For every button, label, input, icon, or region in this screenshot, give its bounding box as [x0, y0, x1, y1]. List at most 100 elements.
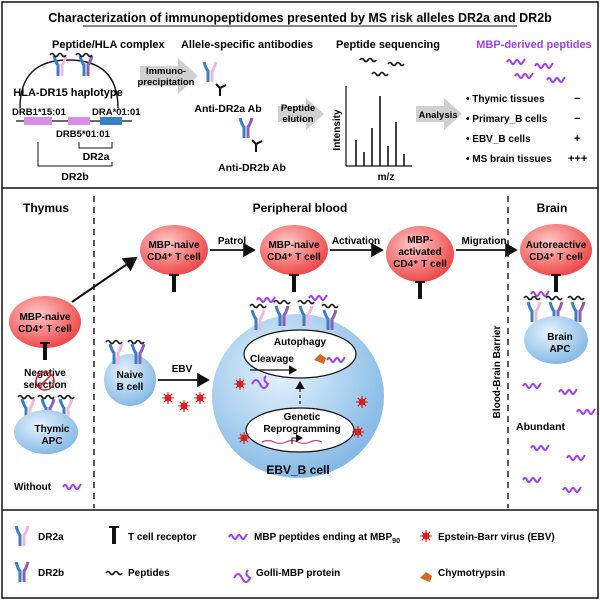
- svg-text:• MS brain tissues: • MS brain tissues: [466, 154, 552, 165]
- legend-dr2b: DR2b: [38, 568, 64, 579]
- negative-selection-2: selection: [23, 380, 66, 391]
- thymic-apc-label-1: Thymic: [34, 424, 69, 435]
- legend-golli: Golli-MBP protein: [256, 568, 340, 579]
- cleavage-label: Cleavage: [250, 354, 294, 365]
- thymus-t-cell-label-1: MBP-naive: [19, 312, 71, 323]
- legend-mbp-sub: 90: [392, 538, 400, 545]
- antibodies-label: Allele-specific antibodies: [181, 39, 313, 51]
- blood-t-cell-2: [260, 225, 328, 275]
- result-value: −: [574, 93, 580, 105]
- analysis-arrow: [416, 98, 462, 130]
- svg-text:• Thymic tissues: • Thymic tissues: [466, 94, 545, 105]
- negative-selection-1: Negative: [24, 368, 66, 379]
- dra-label: DRA*01:01: [92, 107, 141, 118]
- thymic-apc: [14, 410, 78, 454]
- legend: DR2a DR2b T cell receptor Peptides MBP p…: [14, 524, 555, 584]
- activation-label: Activation: [332, 236, 380, 247]
- dr2a-bracket-label: DR2a: [83, 151, 110, 163]
- genetic-label-2: Reprogramming: [263, 424, 340, 435]
- naive-b-label-1: Naive: [117, 370, 144, 381]
- legend-peptides: Peptides: [128, 568, 170, 579]
- antibody-dr2b: [251, 139, 263, 152]
- elution-label-2: elution: [282, 114, 313, 125]
- blood-t-cell-1: [140, 225, 208, 275]
- ebv-label: EBV: [172, 364, 193, 375]
- autophagy-compartment: [243, 329, 357, 379]
- result-value: −: [574, 113, 580, 125]
- legend-mbp-text: MBP peptides ending at MBP: [254, 532, 392, 543]
- ebv-b-cell-label: EBV_B cell: [266, 463, 329, 477]
- activated-t-cell-label-3: CD4⁺ T cell: [393, 259, 447, 270]
- spectrum-peaks: [355, 96, 405, 166]
- golli-mbp-icon: [233, 569, 252, 583]
- blood-t-cell-2-label-2: CD4⁺ T cell: [267, 252, 321, 263]
- thymic-apc-label-2: APC: [41, 436, 62, 447]
- patrol-label: Patrol: [218, 236, 247, 247]
- drb5-label: DRB5*01:01: [56, 129, 111, 140]
- autoreactive-label-1: Autoreactive: [526, 240, 587, 251]
- page-title: Characterization of immunopeptidomes pre…: [48, 11, 552, 25]
- bbb-label: Blood-Brain Barrier: [492, 325, 503, 418]
- haplotype-arc: [19, 59, 119, 109]
- virus-icon: [177, 399, 191, 413]
- without-label: Without: [14, 482, 52, 493]
- anti-dr2b-label: Anti-DR2b Ab: [218, 162, 286, 174]
- mz-label: m/z: [378, 172, 395, 183]
- genetic-label-1: Genetic: [284, 412, 321, 423]
- activated-t-cell-label-1: MBP-: [407, 235, 433, 246]
- elution-arrow: [278, 98, 324, 130]
- result-name: Primary_B cells: [472, 114, 547, 125]
- dr2a-molecule: [52, 54, 68, 78]
- thymus-t-cell: [9, 296, 81, 348]
- legend-ebv: Epstein-Barr virus (EBV): [438, 532, 555, 543]
- blood-t-cell-1-label-2: CD4⁺ T cell: [147, 252, 201, 263]
- brain-apc-label-1: Brain: [547, 332, 573, 343]
- autoreactive-label-2: CD4⁺ T cell: [529, 252, 583, 263]
- svg-text:• EBV_B cells: • EBV_B cells: [466, 134, 531, 145]
- immuno-label-1: Immuno-: [146, 66, 186, 77]
- results-list: • Thymic tissues − • Primary_B cells − •…: [466, 93, 587, 165]
- haplotype-label: HLA-DR15 haplotype: [13, 87, 122, 99]
- result-name: MS brain tissues: [472, 154, 552, 165]
- peripheral-title: Peripheral blood: [253, 201, 348, 215]
- legend-tcr: T cell receptor: [128, 532, 196, 543]
- sequencing-label: Peptide sequencing: [336, 39, 440, 51]
- dr2b-bracket-label: DR2b: [61, 171, 88, 183]
- peptide-hla-label: Peptide/HLA complex: [52, 39, 166, 51]
- autoreactive-t-cell: [520, 224, 592, 276]
- virus-icon: [193, 391, 207, 405]
- brain-apc-label-2: APC: [549, 344, 570, 355]
- thymus-title: Thymus: [23, 201, 69, 215]
- blood-t-cell-1-label-1: MBP-naive: [148, 240, 200, 251]
- abundant-label: Abundant: [516, 421, 565, 433]
- anti-dr2a-label: Anti-DR2a Ab: [194, 103, 261, 115]
- chymotrypsin-icon: [314, 354, 326, 364]
- no-symbol-icon: [35, 371, 55, 391]
- migration-label: Migration: [462, 236, 507, 247]
- gene-dra: [100, 117, 122, 125]
- legend-chymo: Chymotrypsin: [438, 568, 505, 579]
- analysis-label: Analysis: [418, 110, 457, 121]
- result-name: Thymic tissues: [472, 94, 545, 105]
- virus-icon: [161, 391, 175, 405]
- result-name: EBV_B cells: [472, 134, 531, 145]
- legend-mbp: MBP peptides ending at MBP90: [254, 532, 400, 545]
- naive-b-label-2: B cell: [117, 382, 144, 393]
- result-value: +: [574, 133, 580, 145]
- immuno-label-2: precipitation: [137, 77, 194, 88]
- immunoprecipitation-arrow: [140, 58, 198, 94]
- antibody-dr2a: [215, 83, 227, 96]
- svg-text:• Primary_B cells: • Primary_B cells: [466, 114, 548, 125]
- legend-dr2a: DR2a: [38, 532, 64, 543]
- mbp-header: MBP-derived peptides: [476, 39, 592, 51]
- drb1-label: DRB1*15:01: [12, 107, 67, 118]
- thymus-t-cell-label-2: CD4⁺ T cell: [18, 324, 72, 335]
- golli-mbp-icon: [251, 375, 270, 389]
- blood-t-cell-2-label-1: MBP-naive: [268, 240, 320, 251]
- dr2b-molecule: [78, 54, 94, 78]
- abundant-mbp-peptides: [522, 382, 596, 493]
- virus-icon: [419, 529, 433, 543]
- autophagy-label: Autophagy: [274, 337, 327, 348]
